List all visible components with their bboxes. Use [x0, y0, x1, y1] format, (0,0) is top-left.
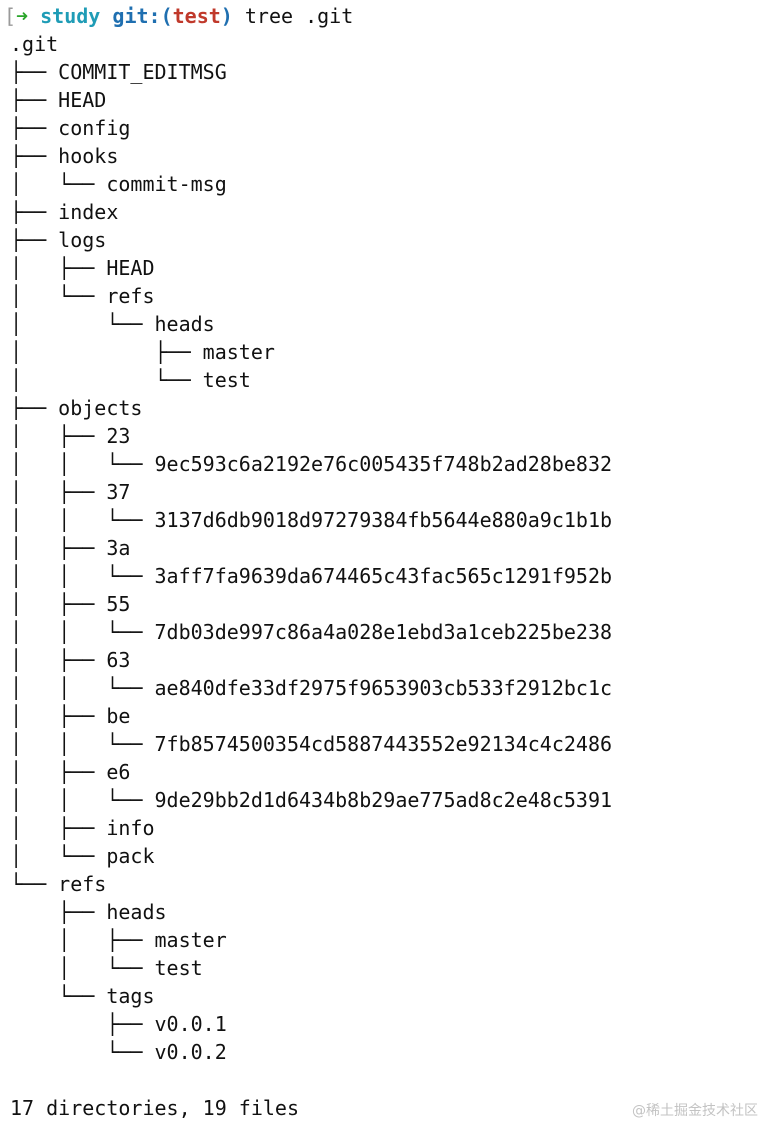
tree-line: │ └── refs [10, 284, 155, 308]
tree-line: │ ├── be [10, 704, 131, 728]
prompt-bracket: [ [4, 4, 17, 28]
tree-line: │ ├── 37 [10, 480, 131, 504]
tree-summary: 17 directories, 19 files [10, 1096, 299, 1120]
tree-line: ├── config [10, 116, 131, 140]
tree-line: ├── heads [10, 900, 167, 924]
prompt-git-label: git: [112, 4, 161, 28]
prompt-branch-open: ( [160, 4, 173, 28]
tree-line: │ │ └── ae840dfe33df2975f9653903cb533f29… [10, 676, 613, 700]
tree-line: .git [10, 32, 59, 56]
tree-line: └── v0.0.2 [10, 1040, 227, 1064]
tree-line: │ │ └── 7db03de997c86a4a028e1ebd3a1ceb22… [10, 620, 613, 644]
tree-line: │ │ └── 7fb8574500354cd5887443552e92134c… [10, 732, 613, 756]
tree-line: ├── index [10, 200, 119, 224]
prompt-directory: study [40, 4, 101, 28]
tree-line: │ └── test [10, 956, 203, 980]
prompt-command: tree .git [244, 4, 354, 28]
tree-line: │ └── commit-msg [10, 172, 227, 196]
tree-line: │ │ └── 3aff7fa9639da674465c43fac565c129… [10, 564, 613, 588]
tree-line: │ └── test [10, 368, 251, 392]
tree-line: ├── objects [10, 396, 143, 420]
tree-line: │ └── heads [10, 312, 215, 336]
tree-line: │ ├── 23 [10, 424, 131, 448]
tree-line: │ └── pack [10, 844, 155, 868]
tree-line: │ │ └── 3137d6db9018d97279384fb5644e880a… [10, 508, 613, 532]
tree-line: │ ├── master [10, 340, 275, 364]
tree-line: ├── v0.0.1 [10, 1012, 227, 1036]
tree-line: │ ├── 55 [10, 592, 131, 616]
tree-line: └── refs [10, 872, 107, 896]
tree-line: │ │ └── 9ec593c6a2192e76c005435f748b2ad2… [10, 452, 613, 476]
tree-line: │ ├── 63 [10, 648, 131, 672]
prompt-arrow-icon: ➜ [16, 4, 29, 28]
tree-line: ├── HEAD [10, 88, 107, 112]
tree-line: ├── hooks [10, 144, 119, 168]
tree-line: │ ├── 3a [10, 536, 131, 560]
tree-line: │ │ └── 9de29bb2d1d6434b8b29ae775ad8c2e4… [10, 788, 613, 812]
shell-prompt: [➜ study git:(test) tree .git [4, 2, 353, 30]
tree-line: ├── logs [10, 228, 107, 252]
tree-line: │ ├── master [10, 928, 227, 952]
tree-line: │ ├── e6 [10, 760, 131, 784]
watermark: @稀土掘金技术社区 [632, 1103, 758, 1119]
tree-line: ├── COMMIT_EDITMSG [10, 60, 227, 84]
prompt-branch: test [172, 4, 221, 28]
tree-line: │ ├── info [10, 816, 155, 840]
tree-line: │ ├── HEAD [10, 256, 155, 280]
tree-line: └── tags [10, 984, 155, 1008]
prompt-branch-close: ) [220, 4, 233, 28]
